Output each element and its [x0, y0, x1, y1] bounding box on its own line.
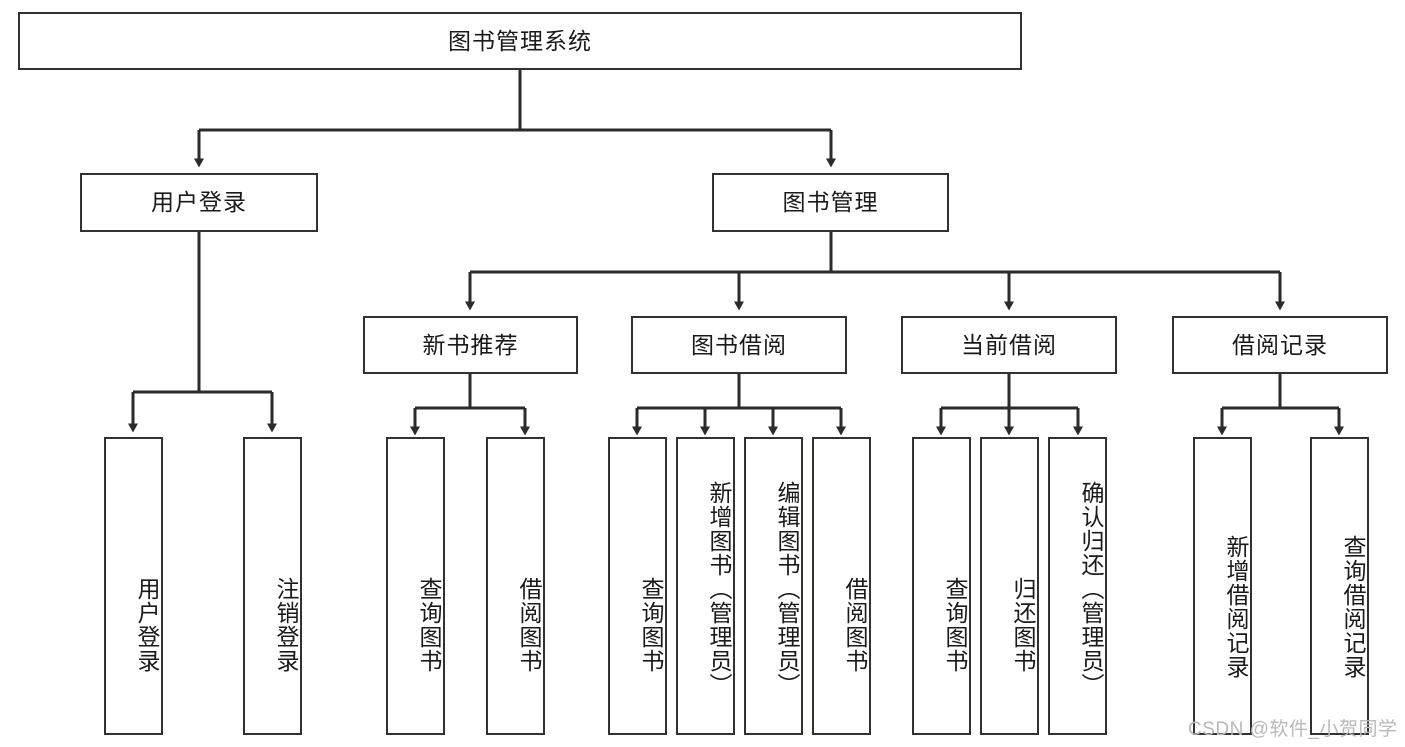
- node-book-borrowing[interactable]: 图书借阅: [631, 316, 847, 374]
- leaf-return-book[interactable]: 归还图书: [980, 437, 1039, 735]
- leaf-query-borrow-record[interactable]: 查询借阅记录: [1310, 437, 1369, 735]
- node-borrowing-record[interactable]: 借阅记录: [1172, 316, 1388, 374]
- leaf-logout[interactable]: 注销登录: [243, 437, 302, 735]
- leaf-edit-book-admin[interactable]: 编辑图书（管理员）: [744, 437, 803, 735]
- leaf-query-book-3[interactable]: 查询图书: [912, 437, 971, 735]
- leaf-borrow-book-1[interactable]: 借阅图书: [486, 437, 545, 735]
- node-user-login[interactable]: 用户登录: [80, 173, 318, 232]
- watermark-csdn: CSDN @软件_小贺同学: [1188, 719, 1398, 740]
- leaf-add-book-admin[interactable]: 新增图书（管理员）: [676, 437, 735, 735]
- node-book-management[interactable]: 图书管理: [712, 173, 949, 232]
- leaf-user-login[interactable]: 用户登录: [104, 437, 163, 735]
- leaf-query-book-2[interactable]: 查询图书: [608, 437, 667, 735]
- leaf-borrow-book-2[interactable]: 借阅图书: [812, 437, 871, 735]
- node-root-book-management-system[interactable]: 图书管理系统: [18, 12, 1022, 70]
- leaf-add-borrow-record[interactable]: 新增借阅记录: [1193, 437, 1252, 735]
- node-current-borrowing[interactable]: 当前借阅: [901, 316, 1117, 374]
- leaf-confirm-return-admin[interactable]: 确认归还（管理员）: [1048, 437, 1107, 735]
- node-new-book-recommendation[interactable]: 新书推荐: [363, 316, 578, 374]
- leaf-query-book-1[interactable]: 查询图书: [386, 437, 445, 735]
